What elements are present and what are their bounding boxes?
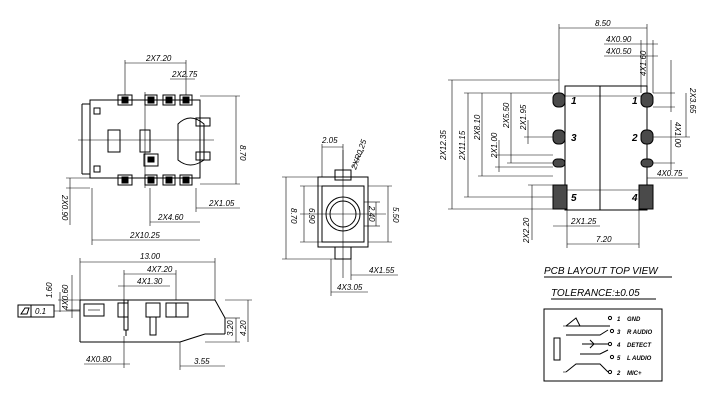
front-view: 2X7.20 2X2.75 8.70 2X0.90 2X1.05 2X4.60 … — [60, 54, 247, 245]
sch-pin-sig-4: DETECT — [627, 343, 652, 349]
pad-2 — [640, 129, 654, 145]
sch-pin-num-2: 2 — [616, 371, 621, 377]
schematic: 1 GND 3 R AUDIO 4 DETECT 5 L AUDIO 2 MIC… — [543, 308, 663, 382]
dim-side-2xr025: 2XR0.25 — [349, 138, 369, 172]
sch-pin-num-1: 1 — [617, 317, 621, 323]
dim-side-240: 2.40 — [367, 205, 376, 222]
sch-pin-sig-2: MIC+ — [627, 371, 642, 377]
dim-bottom-160: 1.60 — [45, 282, 54, 298]
dim-bottom-320: 3.20 — [226, 320, 235, 336]
dim-front-2x090: 2X0.90 — [60, 194, 69, 221]
dim-pcb-2x550: 2X5.50 — [502, 102, 511, 129]
bottom-view: 13.00 4X7.20 4X1.30 1.60 4X0.60 3.20 4.2… — [17, 252, 252, 370]
dim-bottom-355: 3.55 — [194, 357, 210, 366]
flatness-icon — [20, 307, 30, 315]
dim-bottom-4x130: 4X1.30 — [137, 277, 163, 286]
pin-label-2: 2 — [631, 133, 638, 144]
dim-pcb-2x1115: 2X11.15 — [458, 130, 467, 161]
dim-front-2x105: 2X1.05 — [208, 199, 235, 208]
dim-pcb-2x125: 2X1.25 — [570, 217, 597, 226]
dim-bottom-420: 4.20 — [239, 320, 248, 336]
dim-pcb-4x050: 4X0.50 — [606, 47, 632, 56]
dim-pcb-4x090: 4X0.90 — [606, 35, 632, 44]
sch-pin-sig-1: GND — [627, 317, 641, 323]
dim-front-2x720: 2X7.20 — [145, 54, 172, 63]
dim-side-4x305: 4X3.05 — [337, 283, 363, 292]
dim-pcb-4x075: 4X0.75 — [657, 169, 683, 178]
dim-side-870: 8.70 — [289, 208, 298, 224]
sch-pin-sig-3: R AUDIO — [627, 330, 652, 336]
pin-label-4: 4 — [631, 193, 638, 204]
sch-pin-num-5: 5 — [617, 356, 621, 362]
sch-pin-num-3: 3 — [617, 330, 621, 336]
pin-label-1-left: 1 — [571, 96, 577, 107]
dim-side-550: 5.50 — [391, 207, 400, 223]
dim-pcb-2x810: 2X8.10 — [473, 114, 482, 141]
dim-pcb-2x365: 2X3.65 — [688, 87, 697, 114]
dim-front-2x1025: 2X10.25 — [129, 231, 160, 240]
pad-tab-right — [640, 158, 654, 168]
dim-pcb-2x195: 2X1.95 — [519, 104, 528, 131]
dim-side-205: 2.05 — [321, 136, 338, 145]
dim-pcb-4x160: 4X1.60 — [639, 50, 648, 76]
dim-side-4x155: 4X1.55 — [369, 266, 395, 275]
dim-front-2x275: 2X2.75 — [171, 70, 198, 79]
pad-3 — [552, 129, 566, 145]
dim-pcb-2x100: 2X1.00 — [490, 132, 499, 159]
pad-1-right — [640, 92, 654, 108]
dim-front-2x460: 2X4.60 — [157, 213, 184, 222]
dim-pcb-720: 7.20 — [596, 235, 612, 244]
dim-pcb-2x220: 2X2.20 — [522, 217, 531, 244]
dim-bottom-4x060: 4X0.60 — [61, 284, 70, 310]
pcb-tolerance: TOLERANCE:±0.05 — [551, 288, 640, 299]
jack-plug-symbol — [553, 337, 561, 361]
side-view: 2.05 2XR0.25 8.70 6.90 2.40 5.50 4X1.55 … — [282, 136, 400, 296]
pcb-layout-title: PCB LAYOUT TOP VIEW — [544, 266, 659, 277]
pad-tab-left — [552, 158, 566, 168]
dim-side-690: 6.90 — [307, 208, 316, 224]
pad-1-left — [552, 92, 566, 108]
dim-bottom-1300: 13.00 — [140, 252, 161, 261]
dim-pcb-4x100: 4X1.00 — [673, 122, 682, 148]
pcb-layout: 1 3 5 1 2 4 8.50 4X0.90 4X0.50 4X1.60 2X… — [439, 19, 697, 300]
pin-label-3: 3 — [571, 133, 577, 144]
pin-label-5: 5 — [571, 193, 577, 204]
dim-bottom-4x720: 4X7.20 — [147, 265, 173, 274]
pad-5 — [552, 184, 568, 210]
dim-pcb-850: 8.50 — [595, 19, 611, 28]
dim-bottom-4x080: 4X0.80 — [86, 355, 112, 364]
sch-pin-num-4: 4 — [616, 343, 621, 349]
dim-pcb-2x1235: 2X12.35 — [439, 130, 448, 161]
pin-label-1-right: 1 — [632, 96, 638, 107]
flatness-value: 0.1 — [35, 307, 46, 316]
sch-pin-sig-5: L AUDIO — [627, 356, 652, 362]
dim-front-870: 8.70 — [238, 145, 247, 161]
pad-4 — [638, 184, 654, 210]
